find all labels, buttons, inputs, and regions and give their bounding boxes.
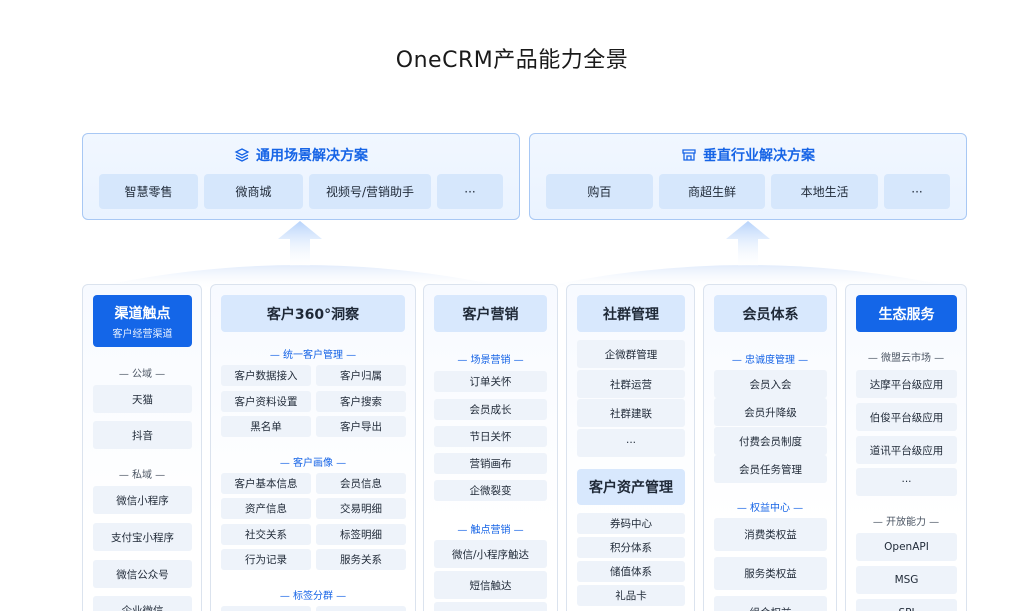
asset-item[interactable]: 储值体系	[577, 561, 685, 582]
insight-item[interactable]: 会员信息	[316, 473, 406, 494]
solution-more[interactable]: ···	[884, 174, 951, 209]
section-label: — 私域 —	[118, 470, 166, 481]
insight-item[interactable]: 黑名单	[221, 416, 311, 437]
channel-item[interactable]: 微信公众号	[93, 560, 192, 588]
ecosystem-item[interactable]: 达摩平台级应用	[856, 370, 957, 398]
channel-item[interactable]: 抖音	[93, 421, 192, 449]
insight-item[interactable]: 客户归属	[316, 365, 406, 386]
member-header: 会员体系	[714, 295, 827, 332]
section-label: — 场景营销 —	[457, 355, 524, 366]
member-column: 会员体系 — 忠诚度管理 — 会员入会 会员升降级 付费会员制度 会员任务管理 …	[703, 284, 837, 611]
community-header: 社群管理	[577, 295, 685, 332]
section-label: — 触点营销 —	[457, 525, 524, 536]
insight-header: 客户360°洞察	[221, 295, 405, 332]
up-arrow-icon	[726, 221, 770, 266]
section-label: — 忠诚度管理 —	[731, 355, 809, 366]
ecosystem-item[interactable]: 道讯平台级应用	[856, 436, 957, 464]
general-solutions-header: 通用场景解决方案	[83, 145, 519, 165]
channel-item[interactable]: 微信小程序	[93, 486, 192, 514]
member-item[interactable]: 服务类权益	[714, 557, 827, 590]
general-solutions-panel: 通用场景解决方案 智慧零售 微商城 视频号/营销助手 ···	[82, 133, 520, 220]
marketing-header: 客户营销	[434, 295, 547, 332]
channel-header: 渠道触点 客户经营渠道	[93, 295, 192, 347]
member-item[interactable]: 组合权益	[714, 596, 827, 611]
glow-left	[82, 265, 520, 290]
insight-item[interactable]: 客户基本信息	[221, 473, 311, 494]
section-label: — 统一客户管理 —	[269, 350, 357, 361]
page-title: OneCRM产品能力全景	[395, 48, 629, 73]
insight-item[interactable]: 社交关系	[221, 524, 311, 545]
member-item[interactable]: 付费会员制度	[714, 427, 827, 455]
ecosystem-item[interactable]: SPI	[856, 599, 957, 611]
community-column: 社群管理 企微群管理 社群运营 社群建联 ··· 客户资产管理 券码中心 积分体…	[566, 284, 695, 611]
asset-item[interactable]: 券码中心	[577, 513, 685, 534]
marketing-item[interactable]: 微信/小程序触达	[434, 540, 547, 568]
channel-subtitle: 客户经营渠道	[112, 328, 173, 340]
up-arrow-icon	[278, 221, 322, 266]
marketing-item[interactable]: 订单关怀	[434, 371, 547, 392]
insight-item[interactable]: 客户数据接入	[221, 365, 311, 386]
ecosystem-header: 生态服务	[856, 295, 957, 332]
vertical-solutions-panel: 垂直行业解决方案 购百 商超生鲜 本地生活 ···	[529, 133, 967, 220]
community-item[interactable]: 企微群管理	[577, 340, 685, 368]
solution-item[interactable]: 微商城	[204, 174, 303, 209]
asset-item[interactable]: 积分体系	[577, 537, 685, 558]
marketing-column: 客户营销 — 场景营销 — 订单关怀 会员成长 节日关怀 营销画布 企微裂变 —…	[423, 284, 558, 611]
insight-item[interactable]: 行为记录	[221, 549, 311, 570]
member-item[interactable]: 消费类权益	[714, 518, 827, 551]
ecosystem-more[interactable]: ···	[856, 468, 957, 496]
section-label: — 权益中心 —	[736, 503, 804, 514]
solution-item[interactable]: 商超生鲜	[658, 174, 766, 209]
section-label: — 标签分群 —	[279, 591, 347, 602]
section-label: — 微盟云市场 —	[867, 353, 945, 364]
glow-right	[529, 265, 967, 290]
section-label: — 客户画像 —	[279, 458, 347, 469]
insight-column: 客户360°洞察 — 统一客户管理 — 客户数据接入 客户归属 客户资料设置 客…	[210, 284, 416, 611]
channel-column: 渠道触点 客户经营渠道 — 公域 — 天猫 抖音 — 私域 — 微信小程序 支付…	[82, 284, 202, 611]
marketing-item[interactable]: 企微裂变	[434, 480, 547, 501]
section-label: — 公域 —	[118, 369, 166, 380]
marketing-item[interactable]: 节日关怀	[434, 426, 547, 447]
solution-more[interactable]: ···	[437, 174, 503, 209]
insight-item[interactable]: 客户导出	[316, 416, 406, 437]
marketing-item[interactable]: 营销画布	[434, 453, 547, 474]
member-item[interactable]: 会员任务管理	[714, 455, 827, 483]
community-item[interactable]: 社群建联	[577, 399, 685, 427]
ecosystem-column: 生态服务 — 微盟云市场 — 达摩平台级应用 伯俊平台级应用 道讯平台级应用 ·…	[845, 284, 967, 611]
solution-item[interactable]: 购百	[546, 174, 653, 209]
channel-item[interactable]: 支付宝小程序	[93, 523, 192, 551]
marketing-item[interactable]: 企微触达	[434, 602, 547, 611]
insight-item[interactable]: 服务关系	[316, 549, 406, 570]
asset-item[interactable]: 礼品卡	[577, 585, 685, 606]
community-more[interactable]: ···	[577, 429, 685, 457]
insight-item[interactable]	[316, 606, 406, 611]
vertical-solutions-title: 垂直行业解决方案	[703, 148, 815, 164]
solution-item[interactable]: 智慧零售	[99, 174, 198, 209]
insight-item[interactable]: 交易明细	[316, 498, 406, 519]
general-solutions-title: 通用场景解决方案	[256, 148, 368, 164]
ecosystem-item[interactable]: 伯俊平台级应用	[856, 403, 957, 431]
community-item[interactable]: 社群运营	[577, 370, 685, 398]
ecosystem-item[interactable]: MSG	[856, 566, 957, 594]
section-label: — 开放能力 —	[872, 517, 940, 528]
solution-item[interactable]: 视频号/营销助手	[309, 174, 431, 209]
storefront-icon	[682, 149, 696, 161]
insight-item[interactable]: 客户搜索	[316, 391, 406, 412]
insight-item[interactable]	[221, 606, 311, 611]
marketing-item[interactable]: 短信触达	[434, 571, 547, 599]
ecosystem-item[interactable]: OpenAPI	[856, 533, 957, 561]
insight-item[interactable]: 客户资料设置	[221, 391, 311, 412]
layers-icon	[234, 148, 250, 162]
channel-item[interactable]: 天猫	[93, 385, 192, 413]
marketing-item[interactable]: 会员成长	[434, 399, 547, 420]
asset-header: 客户资产管理	[577, 469, 685, 505]
channel-title: 渠道触点	[114, 305, 171, 322]
channel-item[interactable]: 企业微信	[93, 596, 192, 611]
insight-item[interactable]: 资产信息	[221, 498, 311, 519]
vertical-solutions-header: 垂直行业解决方案	[530, 145, 966, 165]
member-item[interactable]: 会员升降级	[714, 398, 827, 426]
insight-item[interactable]: 标签明细	[316, 524, 406, 545]
member-item[interactable]: 会员入会	[714, 370, 827, 398]
solution-item[interactable]: 本地生活	[771, 174, 879, 209]
